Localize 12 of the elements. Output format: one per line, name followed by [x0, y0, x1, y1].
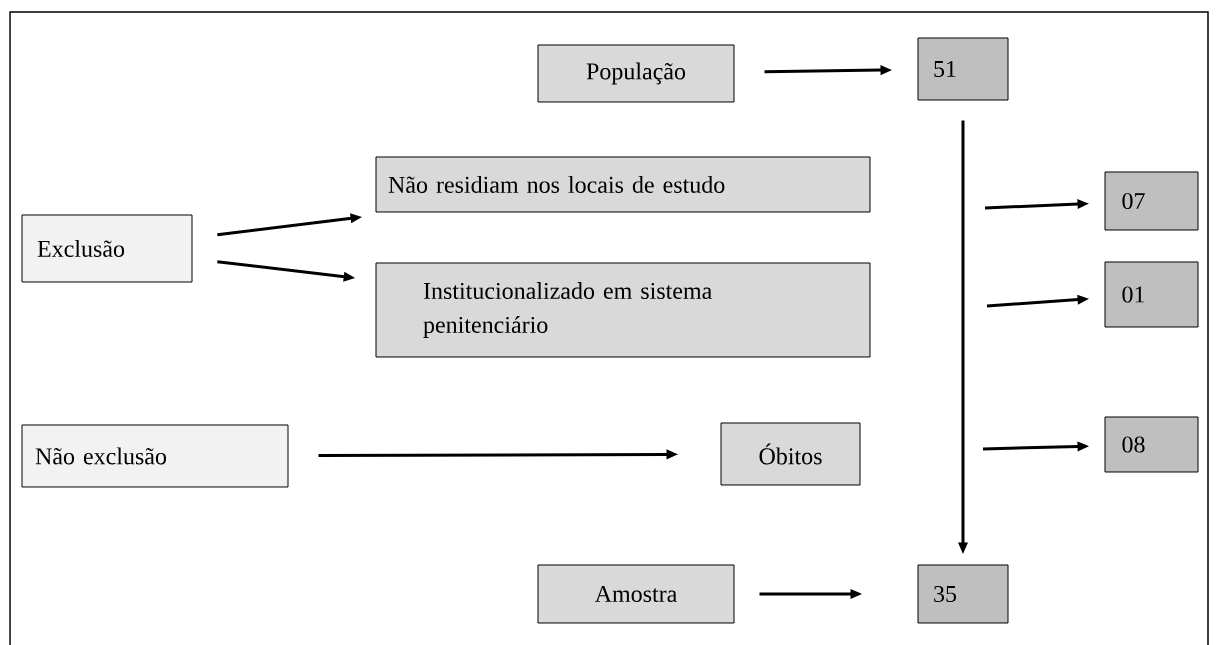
number-box: 07 — [1104, 171, 1199, 231]
process-box: Óbitos — [720, 422, 861, 486]
process-box: Exclusão — [21, 214, 193, 283]
number-box: 51 — [917, 37, 1009, 101]
process-box: Amostra — [537, 564, 735, 624]
process-box: Não residiam nos locais de estudo — [375, 156, 871, 213]
process-box: Não exclusão — [21, 424, 289, 488]
number-box: 35 — [917, 564, 1009, 624]
number-box: 01 — [1104, 261, 1199, 328]
number-box: 08 — [1104, 416, 1199, 473]
process-box: População — [537, 44, 735, 103]
process-box: Institucionalizado em sistema penitenciário — [375, 262, 871, 358]
